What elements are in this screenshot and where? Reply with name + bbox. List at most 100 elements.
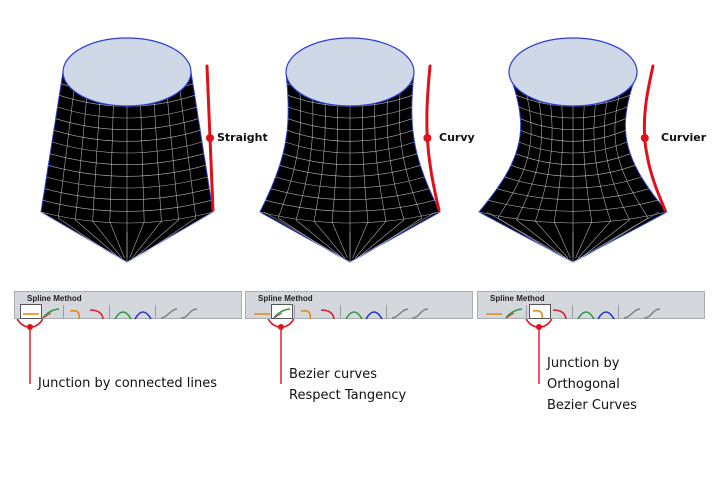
mesh-line — [583, 75, 649, 259]
toolbar-title: Spline Method — [27, 294, 82, 303]
mesh-ring — [520, 130, 626, 142]
mesh-ring — [287, 130, 413, 142]
mesh-top-cap — [285, 37, 415, 107]
mesh-line — [75, 76, 120, 259]
toolbar-title: Spline Method — [258, 294, 313, 303]
profile-label-straight: Straight — [217, 131, 268, 144]
arch-icon[interactable] — [113, 305, 133, 320]
mesh-ring — [57, 106, 197, 119]
mesh-ring — [478, 211, 668, 224]
mesh-ring — [504, 176, 642, 189]
toolbar-separator — [109, 305, 110, 318]
mesh-line — [137, 75, 197, 259]
arch-blue-icon[interactable] — [596, 305, 616, 320]
spline-method-toolbar-straight: Spline Method — [14, 291, 242, 320]
mesh-ring — [288, 106, 412, 119]
arc-icon[interactable] — [318, 305, 338, 320]
mesh-ring — [270, 188, 430, 200]
mesh-shape-curvier — [478, 37, 668, 263]
mesh-ring — [265, 200, 435, 212]
toolbar-separator — [386, 305, 387, 318]
mesh-line — [357, 76, 405, 259]
s-curve-alt-icon[interactable] — [642, 305, 662, 319]
bezier-tangent-icon[interactable] — [271, 304, 293, 319]
mesh-ring — [510, 165, 636, 177]
profile-label-curvier: Curvier — [661, 131, 707, 144]
profile-dot-straight — [206, 134, 214, 142]
bezier-tangent-icon[interactable] — [41, 305, 61, 319]
mesh-ring — [285, 141, 415, 154]
mesh-shape-curvy — [259, 37, 441, 263]
toolbar-separator — [63, 305, 64, 318]
arc-icon[interactable] — [87, 305, 107, 320]
caption-line: Orthogonal — [547, 377, 620, 392]
orthogonal-bezier-icon[interactable] — [529, 304, 551, 320]
toolbar-separator — [155, 305, 156, 318]
toolbar-title: Spline Method — [490, 294, 545, 303]
mesh-top-cap — [62, 37, 192, 107]
s-curve-icon[interactable] — [622, 305, 642, 319]
mesh-line — [295, 76, 343, 259]
profile-dot-curvy — [423, 134, 432, 142]
mesh-ring — [518, 106, 628, 119]
mesh-ring — [515, 153, 631, 165]
mesh-ring — [53, 130, 201, 142]
caption-straight: Junction by connected lines — [38, 373, 217, 394]
arch-icon[interactable] — [344, 305, 364, 320]
profile-dot-curvier — [640, 134, 649, 142]
mesh-ring — [46, 176, 208, 189]
arc-icon[interactable] — [550, 305, 570, 320]
mesh-ring — [488, 200, 658, 212]
connected-lines-icon[interactable] — [252, 305, 272, 318]
mesh-ring — [51, 141, 203, 154]
mesh-ring — [42, 200, 212, 212]
mesh-ring — [40, 211, 214, 224]
toolbar-separator — [618, 305, 619, 318]
mesh-ring — [279, 165, 421, 177]
mesh-ring — [518, 141, 628, 154]
connected-lines-icon[interactable] — [484, 305, 504, 318]
arch-icon[interactable] — [576, 305, 596, 320]
s-curve-icon[interactable] — [390, 305, 410, 319]
mesh-ring — [520, 118, 626, 130]
toolbar-separator — [340, 305, 341, 318]
profile-label-curvy: Curvy — [439, 131, 475, 144]
caption-line: Junction by connected lines — [38, 376, 218, 391]
caption-line: Bezier curves — [289, 367, 378, 382]
s-curve-alt-icon[interactable] — [179, 305, 199, 319]
spline-method-toolbar-curvy: Spline Method — [245, 291, 473, 320]
mesh-ring — [496, 188, 650, 200]
arch-blue-icon[interactable] — [133, 305, 153, 320]
s-curve-alt-icon[interactable] — [410, 305, 430, 319]
toolbar-separator — [526, 305, 527, 318]
mesh-line — [516, 76, 566, 259]
mesh-ring — [48, 165, 206, 177]
bezier-tangent-icon[interactable] — [504, 305, 524, 319]
mesh-line — [497, 75, 563, 259]
mesh-ring — [259, 211, 441, 224]
mesh-ring — [275, 176, 425, 189]
mesh-line — [134, 76, 179, 259]
mesh-line — [580, 76, 630, 259]
caption-line: Junction by — [547, 356, 620, 371]
callout-dot — [278, 324, 284, 330]
mesh-line — [277, 75, 340, 259]
mesh-top-cap — [508, 37, 638, 107]
mesh-ring — [44, 188, 210, 200]
spline-method-toolbar-curvier: Spline Method — [477, 291, 705, 320]
orthogonal-bezier-icon[interactable] — [298, 305, 318, 320]
callout-dot — [536, 324, 542, 330]
mesh-ring — [55, 118, 199, 130]
s-curve-icon[interactable] — [159, 305, 179, 319]
toolbar-separator — [572, 305, 573, 318]
mesh-shape-straight — [40, 37, 214, 263]
arch-blue-icon[interactable] — [364, 305, 384, 320]
mesh-line — [57, 75, 117, 259]
caption-line: Bezier Curves — [547, 398, 637, 413]
orthogonal-bezier-icon[interactable] — [67, 305, 87, 320]
toolbar-separator — [294, 305, 295, 318]
connected-lines-icon[interactable] — [20, 304, 42, 319]
